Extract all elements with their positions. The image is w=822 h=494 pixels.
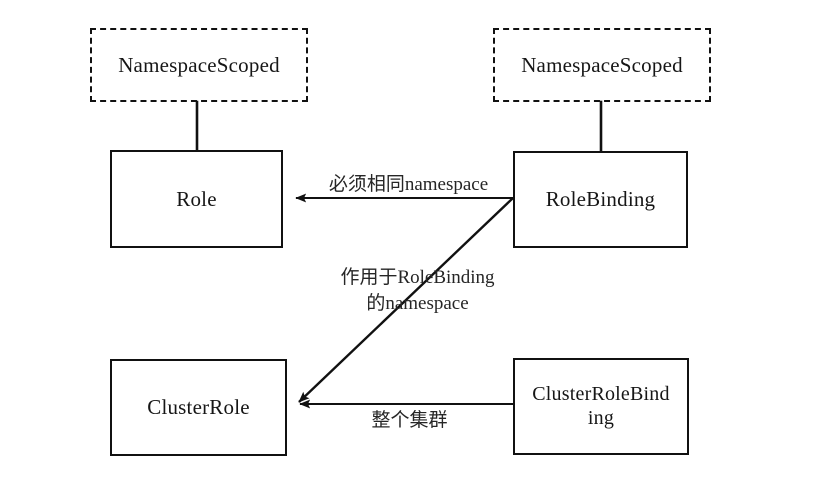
node-namespacescoped-left[interactable]: NamespaceScoped: [90, 28, 308, 102]
node-label-namespacescoped-right: NamespaceScoped: [521, 52, 683, 77]
node-clusterrole[interactable]: ClusterRole: [110, 359, 287, 456]
node-role[interactable]: Role: [110, 150, 283, 248]
node-label-role: Role: [176, 186, 217, 211]
node-label-namespacescoped-left: NamespaceScoped: [118, 52, 280, 77]
arrow-rolebinding-to-clusterrole: [298, 197, 514, 403]
node-rolebinding[interactable]: RoleBinding: [513, 151, 688, 248]
node-label-clusterrolebinding: ClusterRoleBind ing: [532, 382, 670, 429]
node-clusterrolebinding[interactable]: ClusterRoleBind ing: [513, 358, 689, 455]
node-namespacescoped-right[interactable]: NamespaceScoped: [493, 28, 711, 102]
node-label-clusterrole: ClusterRole: [147, 395, 250, 420]
node-label-rolebinding: RoleBinding: [545, 187, 656, 212]
